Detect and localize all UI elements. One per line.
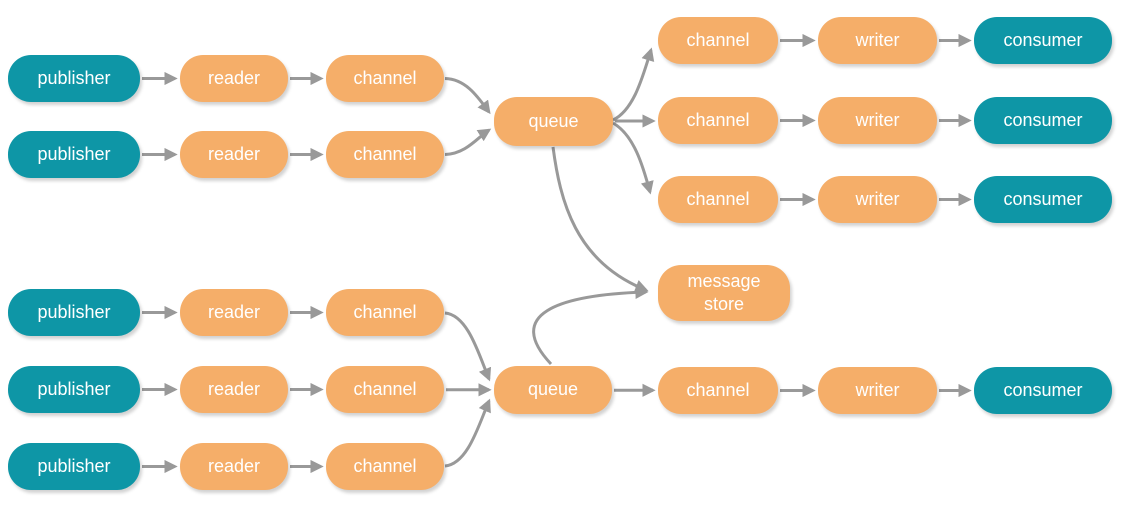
node-consumer-d: consumer xyxy=(974,367,1112,414)
reader-c3-label: reader xyxy=(207,455,261,476)
node-channel-d: channel xyxy=(658,367,778,414)
publisher-a1-label: publisher xyxy=(37,67,111,88)
edge-channel-a1--queue-top xyxy=(444,77,491,115)
channel-b1-label: channel xyxy=(686,29,750,50)
publisher-a2-label: publisher xyxy=(37,143,111,164)
node-reader-c1: reader xyxy=(180,289,288,336)
node-publisher-c2: publisher xyxy=(8,366,140,413)
publisher-c1-label: publisher xyxy=(37,301,111,322)
node-reader-c2: reader xyxy=(180,366,288,413)
consumer-d-label: consumer xyxy=(1003,379,1083,400)
channel-b3-label: channel xyxy=(686,188,750,209)
edge-queue-top--message-store xyxy=(551,146,649,293)
reader-c1-label: reader xyxy=(207,301,261,322)
channel-c3-label: channel xyxy=(353,455,417,476)
node-channel-a1: channel xyxy=(326,55,444,102)
queue-top-label: queue xyxy=(528,110,579,131)
reader-c2-label: reader xyxy=(207,378,261,399)
writer-d-label: writer xyxy=(855,379,900,400)
writer-b3-label: writer xyxy=(855,188,900,209)
node-reader-c3: reader xyxy=(180,443,288,490)
consumer-b3-label: consumer xyxy=(1003,188,1083,209)
node-reader-a2: reader xyxy=(180,131,288,178)
node-publisher-a2: publisher xyxy=(8,131,140,178)
edge-channel-a2--queue-top xyxy=(444,128,492,156)
channel-a1-label: channel xyxy=(353,67,417,88)
publisher-c3-label: publisher xyxy=(37,455,111,476)
consumer-b2-label: consumer xyxy=(1003,109,1083,130)
writer-b2-label: writer xyxy=(855,109,900,130)
node-message-store: message store xyxy=(658,265,790,321)
node-consumer-b2: consumer xyxy=(974,97,1112,144)
node-channel-c2: channel xyxy=(326,366,444,413)
writer-b1-label: writer xyxy=(855,29,900,50)
publisher-c2-label: publisher xyxy=(37,378,111,399)
node-consumer-b3: consumer xyxy=(974,176,1112,223)
channel-c1-label: channel xyxy=(353,301,417,322)
message-store-label: message store xyxy=(687,270,761,314)
channel-b2-label: channel xyxy=(686,109,750,130)
node-publisher-c3: publisher xyxy=(8,443,140,490)
reader-a1-label: reader xyxy=(207,67,261,88)
queue-bottom-label: queue xyxy=(527,379,579,400)
node-consumer-b1: consumer xyxy=(974,17,1112,64)
node-channel-b2: channel xyxy=(658,97,778,144)
node-queue-top: queue xyxy=(494,97,613,146)
node-channel-b1: channel xyxy=(658,17,778,64)
node-writer-b3: writer xyxy=(818,176,937,223)
node-channel-a2: channel xyxy=(326,131,444,178)
node-channel-c3: channel xyxy=(326,443,444,490)
node-writer-d: writer xyxy=(818,367,937,414)
consumer-b1-label: consumer xyxy=(1003,29,1083,50)
edge-channel-c1--queue-bottom xyxy=(444,311,492,382)
node-writer-b1: writer xyxy=(818,17,937,64)
edge-queue-top--channel-b1 xyxy=(612,47,655,122)
edge-queue-bottom--message-store xyxy=(532,285,649,366)
node-queue-bottom: queue xyxy=(494,366,612,414)
node-channel-b3: channel xyxy=(658,176,778,223)
channel-c2-label: channel xyxy=(353,378,417,399)
edge-channel-c3--queue-bottom xyxy=(444,398,491,468)
node-publisher-c1: publisher xyxy=(8,289,140,336)
channel-a2-label: channel xyxy=(353,143,417,164)
node-publisher-a1: publisher xyxy=(8,55,140,102)
node-reader-a1: reader xyxy=(180,55,288,102)
node-channel-c1: channel xyxy=(326,289,444,336)
edge-queue-top--channel-b3 xyxy=(612,121,654,195)
node-writer-b2: writer xyxy=(818,97,937,144)
reader-a2-label: reader xyxy=(207,143,261,164)
channel-d-label: channel xyxy=(686,379,750,400)
